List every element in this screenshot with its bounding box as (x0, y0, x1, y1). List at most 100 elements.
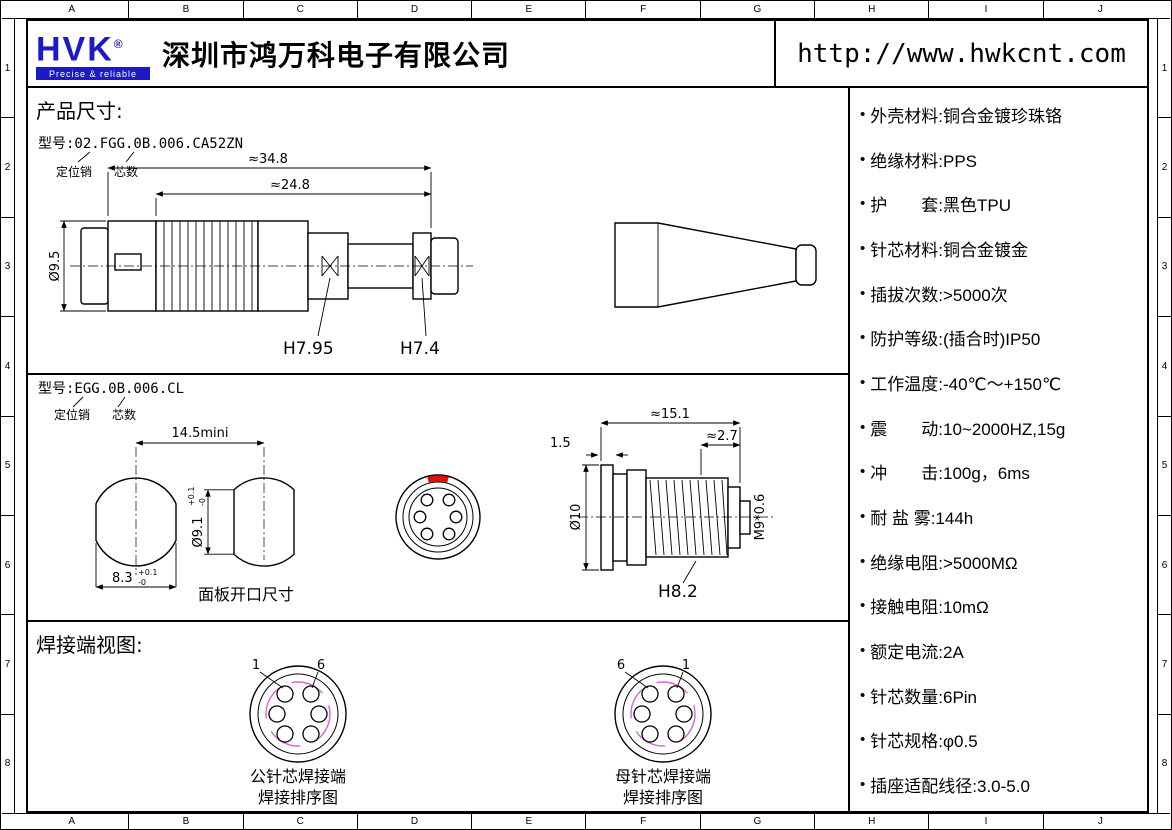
dim-shell-diameter: Ø9.5 (48, 251, 63, 282)
ruler-label: 3 (1158, 218, 1171, 318)
connector-side-view (70, 220, 473, 312)
spec-text: 额定电流:2A (870, 643, 964, 663)
ruler-label: H (815, 1, 930, 18)
logo-text: HVK® (36, 27, 158, 66)
logo-letters: HVK (36, 30, 114, 69)
bullet-icon: • (860, 418, 866, 436)
pin-number: 6 (317, 658, 325, 673)
ruler-label: I (929, 813, 1044, 829)
spec-item: • 耐 盐 雾:144h (860, 504, 1145, 529)
ruler-label: D (358, 813, 473, 829)
spec-item: • 针芯规格:φ0.5 (860, 727, 1145, 752)
ruler-label: B (129, 813, 244, 829)
hvk-logo: HVK® Precise & reliable (36, 27, 158, 81)
spec-item: • 针芯材料:铜合金镀金 (860, 236, 1145, 261)
spec-item: • 绝缘材料:PPS (860, 147, 1145, 172)
sheet-body: 产品尺寸: 型号:02.FGG.0B.006.CA52ZN 定位销 芯数 (28, 88, 1147, 811)
section-solder-views: 焊接端视图: 1 (28, 622, 848, 811)
male-solder-view: 1 6 公针芯焊接端 焊接排序图 (249, 658, 347, 807)
spec-item: • 震 动:10~2000HZ,15g (860, 415, 1145, 440)
ruler-label: J (1097, 816, 1103, 827)
spec-text: 冲 击:100g，6ms (870, 464, 1030, 484)
receptacle-dimension-drawing: 型号:EGG.0B.006.CL 定位销 芯数 14. (38, 381, 773, 604)
ruler-label: 3 (1, 218, 14, 318)
spec-item: • 额定电流:2A (860, 638, 1145, 663)
bullet-icon: • (860, 284, 866, 302)
positioning-pin-label: 定位销 (54, 407, 90, 422)
receptacle-front-view (395, 474, 481, 560)
ruler-label: 8 (1161, 758, 1168, 770)
positioning-pin-label: 定位销 (56, 164, 92, 179)
bullet-icon: • (860, 239, 866, 257)
registered-mark-icon: ® (113, 36, 123, 51)
ruler-label: I (929, 1, 1044, 18)
dim-h: H8.2 (658, 582, 698, 602)
ruler-label: 6 (1, 516, 14, 616)
dim-body-length: ≈24.8 (270, 178, 310, 193)
spec-item: • 外壳材料:铜合金镀珍珠铬 (860, 102, 1145, 127)
bullet-icon: • (860, 552, 866, 570)
bullet-icon: • (860, 508, 866, 526)
panel-cutout-label: 面板开口尺寸 (198, 585, 294, 604)
drawing-area: 产品尺寸: 型号:02.FGG.0B.006.CA52ZN 定位销 芯数 (28, 88, 850, 811)
spec-text: 外壳材料:铜合金镀珍珠铬 (870, 106, 1062, 126)
spec-list: • 外壳材料:铜合金镀珍珠铬 • 绝缘材料:PPS • 护 套:黑色TPU • … (850, 88, 1147, 811)
ruler-label: C (244, 1, 358, 18)
receptacle-side-view: ≈15.1 ≈2.7 1.5 Ø10 M9*0.6 (550, 407, 773, 602)
dim-total-length: ≈34.8 (248, 152, 288, 167)
ruler-label: J (1097, 4, 1103, 15)
ruler-label: E (472, 813, 587, 829)
website-url[interactable]: http://www.hwkcnt.com (774, 21, 1147, 86)
bullet-icon: • (860, 373, 866, 391)
spec-text: 插拔次数:>5000次 (870, 285, 1008, 305)
pin-number: 1 (252, 658, 260, 673)
spec-text: 防护等级:(插合时)IP50 (870, 330, 1041, 350)
bullet-icon: • (860, 105, 866, 123)
pin-number: 6 (617, 658, 625, 673)
ruler-label: 8 (4, 758, 11, 770)
ruler-label: F (586, 1, 701, 18)
model-annotation: 型号:EGG.0B.006.CL 定位销 芯数 (38, 381, 184, 422)
main-frame: HVK® Precise & reliable 深圳市鸿万科电子有限公司 htt… (26, 19, 1149, 813)
tolerance-upper: +0.1 (138, 568, 157, 577)
dimension-lines: ≈34.8 ≈24.8 Ø9.5 H7.95 H7.4 (48, 152, 440, 359)
ruler-label: F (586, 813, 701, 829)
spec-text: 接触电阻:10mΩ (870, 598, 989, 618)
dim-h2: H7.4 (400, 339, 440, 359)
spec-item: • 冲 击:100g，6ms (860, 459, 1145, 484)
ruler-label: E (472, 1, 587, 18)
dim-tip: ≈2.7 (706, 429, 738, 444)
section-product-dimensions: 产品尺寸: 型号:02.FGG.0B.006.CA52ZN 定位销 芯数 (28, 88, 848, 375)
company-name: 深圳市鸿万科电子有限公司 (162, 39, 511, 71)
section-title: 焊接端视图: (36, 633, 143, 657)
spec-item: • 护 套:黑色TPU (860, 191, 1145, 216)
ruler-label: H (815, 813, 930, 829)
ruler-label: D (358, 1, 473, 18)
frame-line (1157, 18, 1158, 813)
dim-center-distance: 14.5mini (171, 426, 228, 441)
male-caption-line1: 公针芯焊接端 (250, 767, 346, 786)
ruler-label: 6 (1158, 516, 1171, 616)
ruler-label: 5 (1158, 417, 1171, 516)
section-title: 产品尺寸: (36, 99, 123, 123)
header: HVK® Precise & reliable 深圳市鸿万科电子有限公司 htt… (28, 21, 1147, 88)
ruler-label: B (129, 1, 244, 18)
pin-number: 1 (682, 658, 690, 673)
ruler-label: 4 (1, 317, 14, 417)
model-number: 型号:EGG.0B.006.CL (38, 381, 184, 397)
spec-text: 震 动:10~2000HZ,15g (870, 419, 1066, 439)
spec-item: • 接触电阻:10mΩ (860, 593, 1145, 618)
spec-item: • 针芯数量:6Pin (860, 683, 1145, 708)
ruler-label: G (701, 813, 816, 829)
ruler-label: 5 (1, 417, 14, 516)
ruler-label: G (701, 1, 816, 18)
spec-item: • 插座适配线径:3.0-5.0 (860, 772, 1145, 797)
female-caption-line1: 母针芯焊接端 (615, 767, 711, 786)
spec-item: • 绝缘电阻:>5000MΩ (860, 549, 1145, 574)
insulator-outline (265, 681, 331, 747)
core-count-label: 芯数 (112, 407, 136, 422)
spec-item: • 插拔次数:>5000次 (860, 281, 1145, 306)
spec-item: • 防护等级:(插合时)IP50 (860, 325, 1145, 350)
ruler-label: 7 (1158, 615, 1171, 715)
